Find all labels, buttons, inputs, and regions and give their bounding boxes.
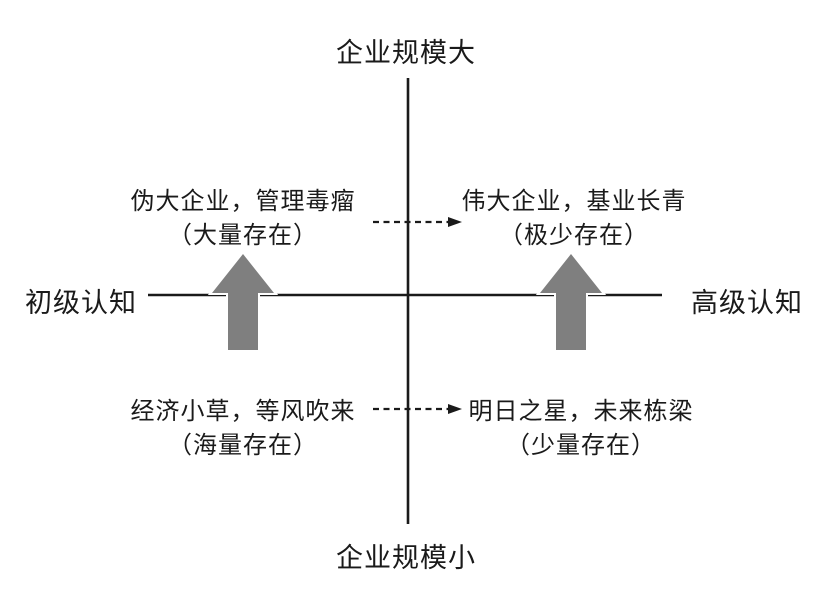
quadrant-bottom-left-line1: 经济小草，等风吹来 xyxy=(130,397,356,425)
axis-label-bottom: 企业规模小 xyxy=(336,543,476,574)
axis-label-right: 高级认知 xyxy=(691,288,803,319)
quadrant-top-right-text: 伟大企业，基业长青 （极少存在） xyxy=(462,184,687,252)
axis-label-top: 企业规模大 xyxy=(336,38,476,69)
quadrant-top-left-text: 伪大企业，管理毒瘤 （大量存在） xyxy=(131,184,356,252)
axis-label-left: 初级认知 xyxy=(25,288,137,319)
dashed-arrow-bottom-icon xyxy=(373,404,462,414)
quadrant-top-left-line2: （大量存在） xyxy=(168,221,318,249)
quadrant-bottom-right-line1: 明日之星，未来栋梁 xyxy=(468,397,694,425)
dashed-arrow-top-icon xyxy=(373,217,462,227)
quadrant-bottom-right-line2: （少量存在） xyxy=(506,431,656,459)
up-arrow-left-icon xyxy=(207,250,279,352)
quadrant-bottom-right-text: 明日之星，未来栋梁 （少量存在） xyxy=(469,394,694,462)
quadrant-top-right-line2: （极少存在） xyxy=(499,221,649,249)
quadrant-top-right-line1: 伟大企业，基业长青 xyxy=(461,187,687,215)
quadrant-bottom-left-line2: （海量存在） xyxy=(168,431,318,459)
up-arrow-right-icon xyxy=(535,250,607,352)
quadrant-bottom-left-text: 经济小草，等风吹来 （海量存在） xyxy=(131,394,356,462)
quadrant-top-left-line1: 伪大企业，管理毒瘤 xyxy=(130,187,356,215)
